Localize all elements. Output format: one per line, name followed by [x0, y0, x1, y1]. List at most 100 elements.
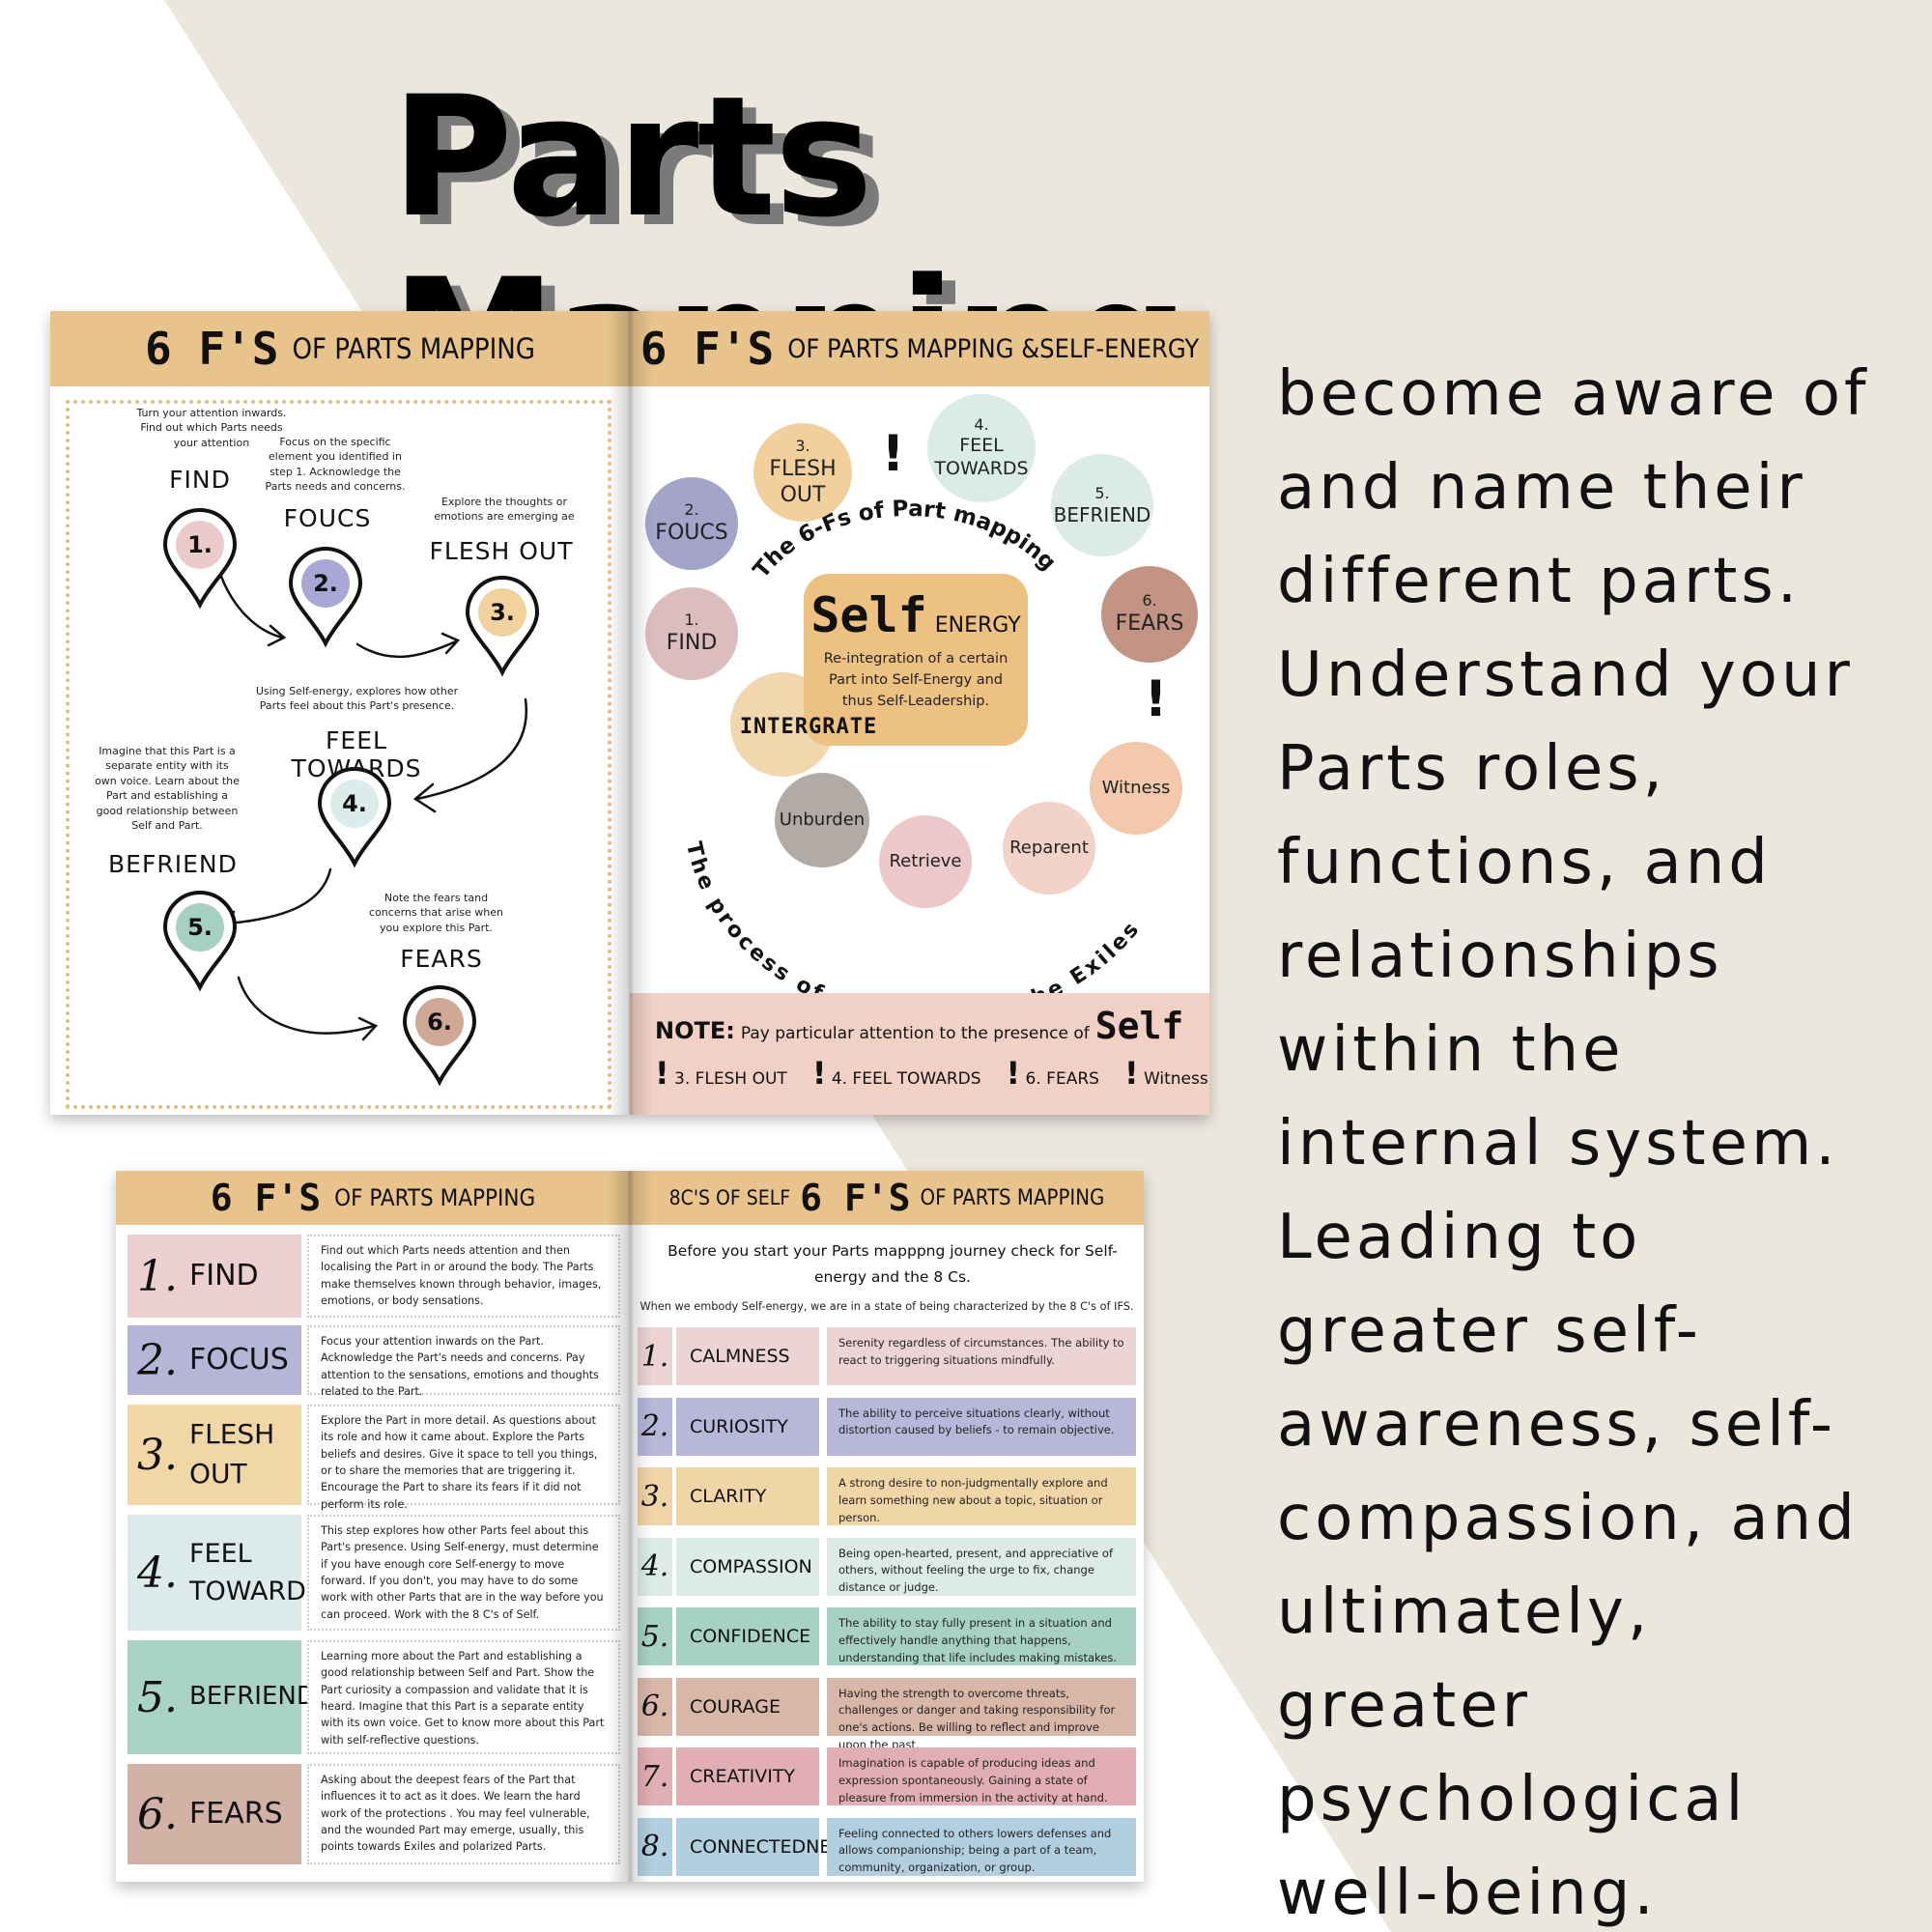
self-description: Re-integration of a certain Part into Se… — [823, 651, 1009, 709]
exclamation-icon: ! — [1144, 670, 1169, 728]
step-6-desc: Note the fears tand concerns that arise … — [369, 892, 503, 934]
book-spread-top: 6 F'S OF PARTS MAPPING — [50, 311, 1209, 1115]
table-row-find: 1. FIND Find out which Parts needs atten… — [128, 1235, 620, 1318]
header-big-text: 6 F'S — [210, 1177, 322, 1219]
row-name: FOCUS — [188, 1343, 289, 1378]
row-number: 7. — [638, 1747, 672, 1805]
row-text: Imagination is capable of producing idea… — [827, 1747, 1136, 1805]
book-spread-bottom: 6 F'S OF PARTS MAPPING 1. FIND Find out … — [116, 1171, 1144, 1882]
header-big-text: 6 F'S — [800, 1177, 911, 1219]
header-big-text: 6 F'S — [639, 323, 775, 375]
circle-feel-towards: 4. FEEL TOWARDS — [927, 394, 1036, 502]
step-3-desc: Explore the thoughts or emotions are eme… — [434, 496, 575, 524]
step-2-label: FOUCS — [283, 504, 372, 532]
row-number: 8. — [638, 1817, 672, 1876]
row-text: The ability to stay fully present in a s… — [827, 1607, 1136, 1665]
row-number: 5. — [638, 1607, 672, 1665]
circle-reparent: Reparent — [1003, 802, 1095, 895]
page-header: 6 F'S OF PARTS MAPPING — [116, 1171, 630, 1225]
header-big-text: 6 F'S — [144, 323, 279, 375]
row-number: 6. — [638, 1677, 672, 1736]
self-energy-box: Self ENERGY Re-integration of a certain … — [804, 574, 1028, 746]
circle-retrieve: Retrieve — [879, 815, 972, 908]
row-name: FEARS — [188, 1797, 283, 1832]
step-5-pin: 5. — [159, 887, 241, 993]
note-item-label: 6. FEARS — [1025, 1069, 1099, 1089]
circle-label: Retrieve — [889, 850, 962, 871]
row-name: CURIOSITY — [676, 1397, 819, 1456]
row-text: Learning more about the Part and establi… — [307, 1640, 620, 1754]
header-small-text: OF PARTS MAPPING &SELF-ENERGY — [787, 333, 1200, 364]
row-number: 4. — [137, 1548, 178, 1598]
row-name: CONFIDENCE — [676, 1607, 819, 1665]
step-2-number: 2. — [301, 559, 350, 608]
step-6-pin: 6. — [399, 981, 480, 1088]
note-item-label: 4. FEEL TOWARDS — [831, 1069, 981, 1089]
circle-num: 1. — [684, 611, 699, 630]
row-number: 3. — [638, 1467, 672, 1525]
row-text: A strong desire to non-judgmentally expl… — [827, 1467, 1136, 1525]
circle-num: 5. — [1094, 483, 1110, 502]
table-row-focus: 2. FOCUS Focus your attention inwards on… — [128, 1325, 620, 1398]
dotted-frame — [66, 400, 611, 1109]
row-name: CONNECTEDNESS — [676, 1817, 855, 1876]
step-2-desc: Focus on the specific element you identi… — [265, 436, 406, 494]
note-item: ! Witness — [1123, 1055, 1208, 1092]
header-small-text: OF PARTS MAPPING — [334, 1184, 536, 1211]
circle-label: FOUCS — [655, 521, 728, 546]
book-gutter — [608, 311, 652, 1115]
header-pre-text: 8C'S OF SELF — [668, 1186, 791, 1209]
row-number: 4. — [638, 1537, 672, 1596]
step-2-pin: 2. — [285, 543, 366, 649]
flow-arrows — [213, 551, 528, 1041]
table-row-fears: 6. FEARS Asking about the deepest fears … — [128, 1764, 620, 1864]
row-number: 5. — [137, 1672, 178, 1722]
row-name-cell: 6. FEARS — [128, 1764, 301, 1864]
note-item: ! 3. FLESH OUT — [655, 1055, 787, 1092]
row-name: FLESH OUT — [188, 1418, 275, 1490]
row-number: 3. — [137, 1430, 178, 1480]
table-row-flesh-out: 3. FLESH OUT Explore the Part in more de… — [128, 1405, 620, 1511]
row-name-cell: 5. BEFRIEND — [128, 1640, 316, 1754]
page-header: 8C'S OF SELF 6 F'S OF PARTS MAPPING — [630, 1171, 1144, 1225]
note-text: Pay particular attention to the presence… — [740, 1024, 1090, 1043]
page-eight-cs: 8C'S OF SELF 6 F'S OF PARTS MAPPING Befo… — [630, 1171, 1144, 1882]
row-number: 2. — [638, 1397, 672, 1456]
note-item-label: Witness — [1143, 1069, 1208, 1089]
circle-focus: 2. FOUCS — [645, 477, 738, 570]
row-text: Find out which Parts needs attention and… — [307, 1235, 620, 1318]
row-name: CREATIVITY — [676, 1747, 819, 1805]
integrate-label: INTERGRATE — [739, 715, 878, 739]
page-header: 6 F'S OF PARTS MAPPING — [50, 311, 630, 386]
circle-label: FIND — [666, 631, 718, 656]
step-4-pin: 4. — [314, 763, 395, 869]
row-text: Explore the Part in more detail. As ques… — [307, 1405, 620, 1511]
step-3-pin: 3. — [462, 572, 543, 678]
note-box: NOTE: Pay particular attention to the pr… — [630, 993, 1209, 1115]
table-row-befriend: 5. BEFRIEND Learning more about the Part… — [128, 1640, 620, 1754]
circle-num: 4. — [974, 415, 989, 435]
circle-num: 3. — [795, 436, 810, 455]
circle-fears: 6. FEARS — [1101, 566, 1198, 663]
row-name: CALMNESS — [676, 1327, 819, 1385]
step-3-number: 3. — [478, 588, 526, 637]
intro-subtext: When we embody Self-energy, we are in a … — [639, 1300, 1134, 1313]
arrow-2-3 — [355, 639, 458, 659]
row-name-cell: 2. FOCUS — [128, 1325, 301, 1395]
circle-label: FLESH OUT — [769, 456, 837, 508]
circle-find: 1. FIND — [645, 587, 738, 680]
step-1-label: FIND — [169, 466, 231, 494]
circle-label: Unburden — [779, 809, 866, 830]
step-1-number: 1. — [176, 521, 224, 569]
self-title: Self — [810, 587, 927, 643]
row-text: Focus your attention inwards on the Part… — [307, 1325, 620, 1398]
step-4-desc: Using Self-energy, explores how other Pa… — [255, 685, 459, 713]
page-header: 6 F'S OF PARTS MAPPING &SELF-ENERGY — [630, 311, 1209, 386]
note-item: ! 6. FEARS — [1006, 1055, 1099, 1092]
